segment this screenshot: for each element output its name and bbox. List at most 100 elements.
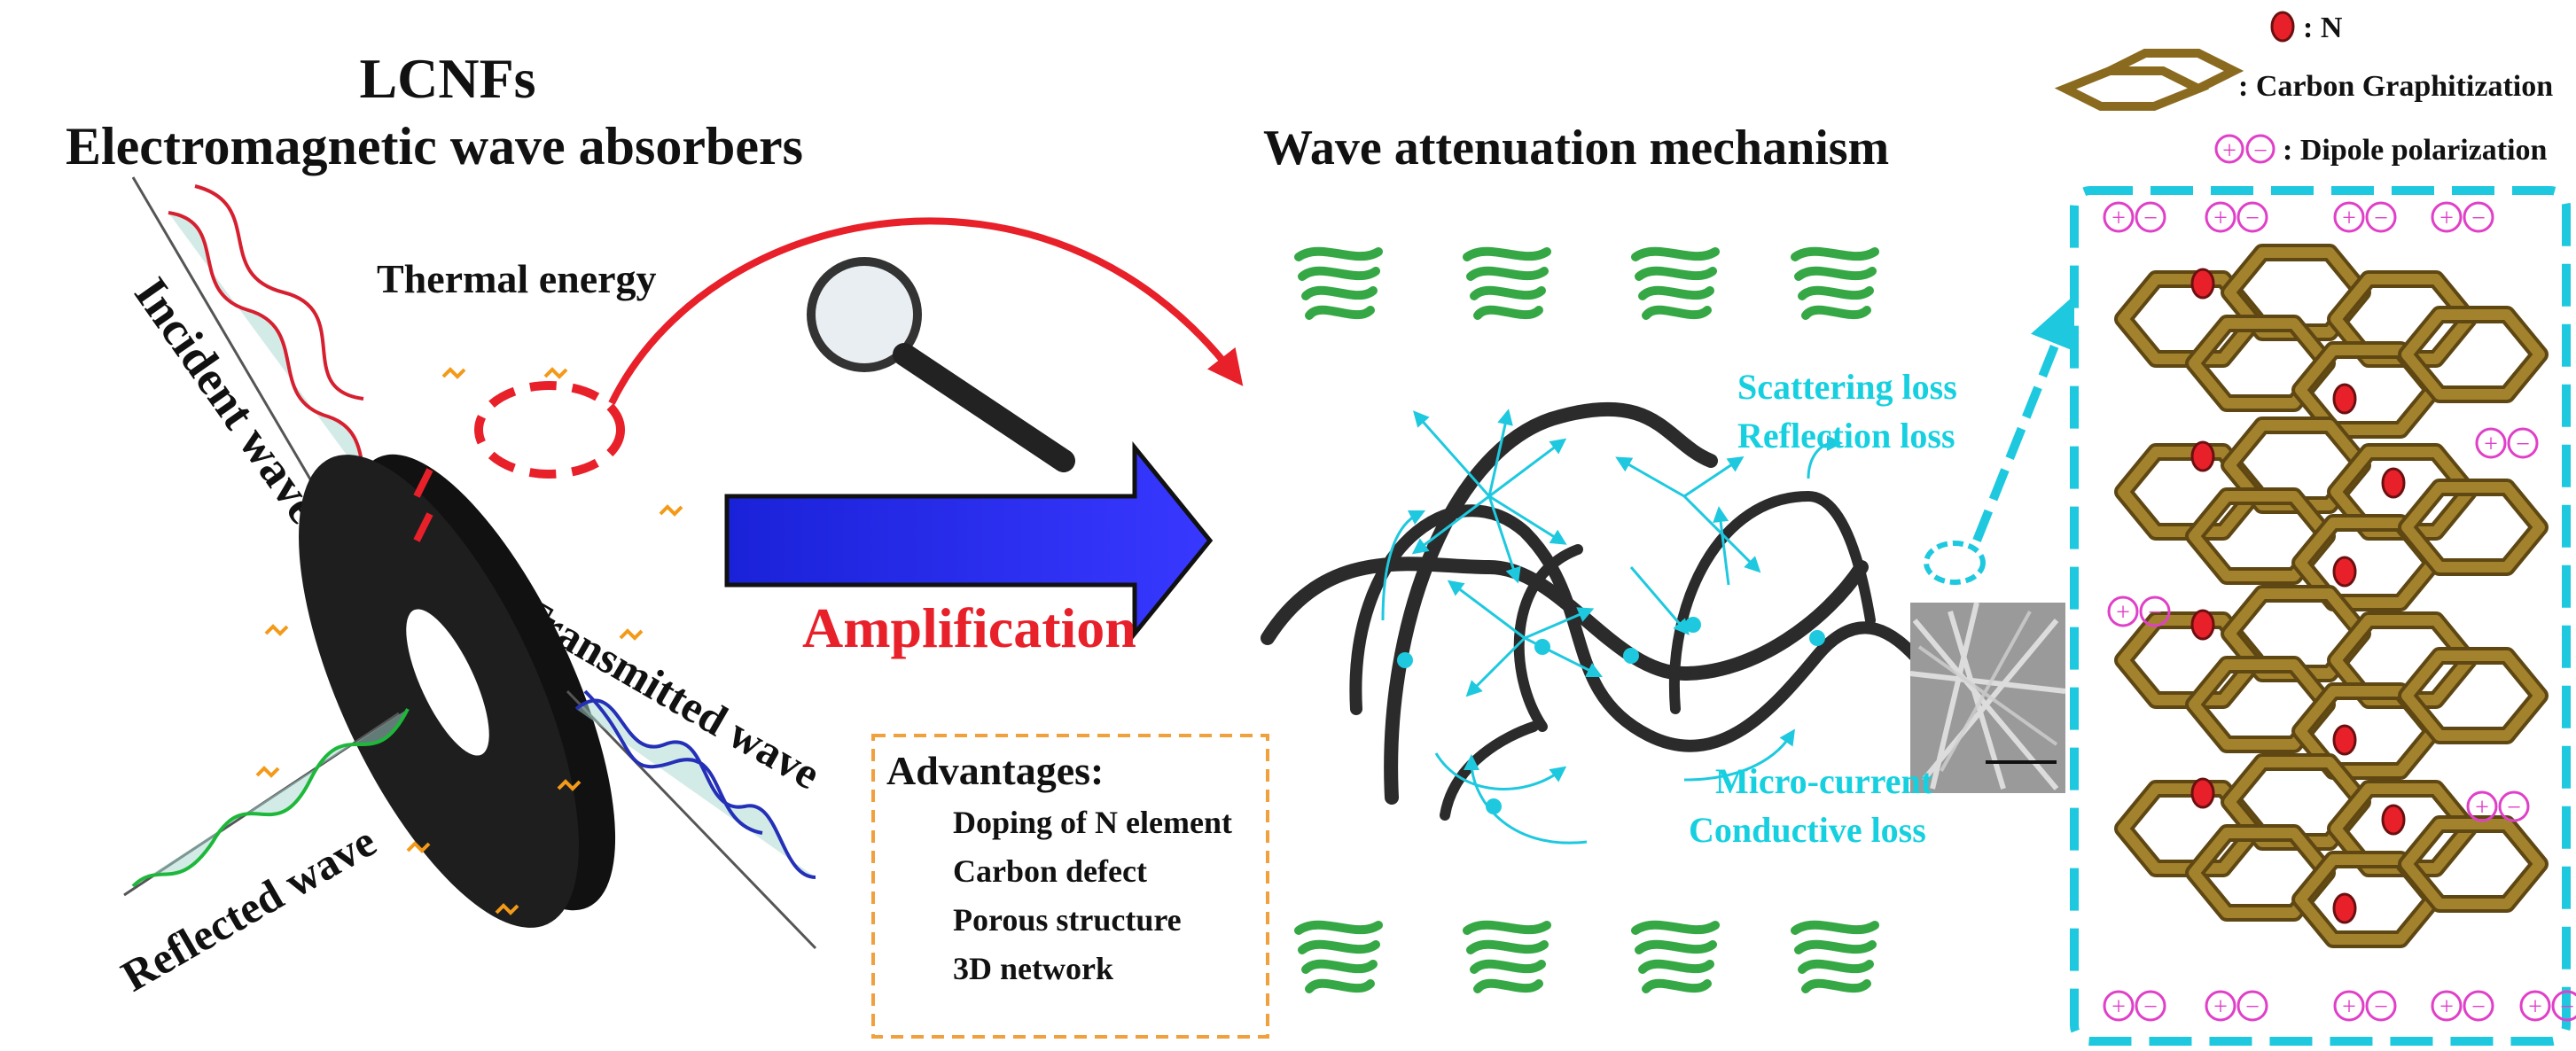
svg-text:−: − [2471,993,2486,1021]
svg-text:+: + [2342,205,2356,232]
dipole-icon: +− [2333,201,2397,233]
scattering-loss-label: Scattering loss [1737,367,1957,407]
svg-text:+: + [2528,993,2542,1021]
n-dopant-dot [2381,804,2406,836]
amplification-label: Amplification [802,596,1136,659]
green-particle-icon [1791,920,1879,993]
n-dopant-dot [2190,268,2215,300]
svg-text:−: − [2507,794,2521,821]
legend-n-label: : N [2303,12,2343,44]
reflected-wave-label: Reflected wave [113,816,385,1001]
green-particle-icon [1631,920,1720,993]
svg-text:+: + [2484,431,2498,458]
svg-text:+: + [2222,137,2236,165]
svg-text:−: − [2245,205,2260,232]
legend: : N : Carbon Graphitization + − : Dipole… [2054,11,2553,167]
green-particle-icon [1294,920,1383,993]
red-curved-arrow [608,217,1244,405]
dipole-icon: +− [2333,990,2397,1022]
center-title: Wave attenuation mechanism [1263,121,1889,175]
dipole-icon: +− [2107,596,2171,627]
svg-text:+: + [2112,205,2126,232]
svg-text:+: + [2342,993,2356,1021]
dipole-icon: +− [2431,990,2494,1022]
zoom-arrow [1972,294,2080,542]
thermal-arrows [255,367,683,915]
graphene-layer [2114,753,2549,948]
graphene-layer [2114,244,2549,439]
n-dopant-dot [2190,440,2215,472]
n-dopant-dot [2190,777,2215,809]
reflected-wave-icon [123,708,410,897]
svg-text:−: − [2148,599,2162,627]
dipole-icon: +− [2466,790,2530,822]
left-title-line1: LCNFs [359,47,535,110]
thermal-energy-label: Thermal energy [377,256,657,301]
dipole-icon: + − [2214,134,2275,165]
carbon-fibers [1261,401,1921,821]
svg-text:+: + [2116,599,2130,627]
green-particle-icon [1463,246,1551,320]
n-dopant-dot [2381,467,2406,499]
svg-text:+: + [2112,993,2126,1021]
svg-text:+: + [2439,993,2454,1021]
red-dot-icon [2270,11,2295,43]
svg-text:+: + [2475,794,2489,821]
green-particle-group [1294,246,1879,993]
sem-image-inset [1909,602,2066,793]
legend-dipole-label: : Dipole polarization [2283,134,2548,167]
hexagon-grid-icon [2054,49,2244,111]
svg-text:+: + [2439,205,2454,232]
legend-graphitization-label: : Carbon Graphitization [2238,70,2553,103]
n-dopant-dot [2332,556,2357,588]
transmitted-wave-icon [566,689,817,950]
green-particle-icon [1791,246,1879,320]
dipole-icon: +− [2205,990,2268,1022]
dipole-icon: +− [2431,201,2494,233]
svg-text:−: − [2374,205,2388,232]
n-dopant-dot [2190,609,2215,641]
svg-text:−: − [2143,993,2158,1021]
advantage-item: Porous structure [953,902,1182,938]
ring-highlight-marks [413,381,625,542]
micro-current-label: Micro-current [1715,761,1933,801]
svg-text:−: − [2374,993,2388,1021]
reflection-loss-label: Reflection loss [1737,416,1955,455]
n-dopant-dot [2332,892,2357,924]
dipole-icon: +− [2475,427,2539,459]
advantages-title: Advantages: [886,748,1104,793]
svg-text:+: + [2213,205,2228,232]
svg-text:−: − [2245,993,2260,1021]
advantage-item: Carbon defect [953,853,1147,889]
n-dopant-dot [2332,724,2357,756]
green-particle-icon [1631,246,1720,320]
green-particle-icon [1463,920,1551,993]
dipole-icon: +− [2103,990,2166,1022]
scatter-arrows [1381,409,1843,845]
svg-text:−: − [2560,993,2574,1021]
svg-text:+: + [2213,993,2228,1021]
advantages-box [871,734,1269,1039]
graphene-layers [2114,244,2549,948]
sem-highlight-ellipse [1924,541,1986,585]
graphene-layer [2114,585,2549,780]
advantage-item: Doping of N element [953,805,1232,840]
micro-current-dots [1397,617,1825,814]
svg-text:−: − [2516,431,2530,458]
advantage-item: 3D network [953,951,1113,986]
n-dopant-dot [2332,383,2357,415]
dipole-icon: +− [2205,201,2268,233]
absorber-ring-icon [299,454,616,928]
dipole-icon: +− [2519,990,2576,1022]
svg-text:−: − [2471,205,2486,232]
green-particle-icon [1294,246,1383,320]
dipole-icon: +− [2103,201,2166,233]
magnifier-icon [807,257,1075,472]
dipole-group: +−+−+−+−+−+−+−+−+−+−+−+− [2103,201,2576,1022]
big-blue-arrow [724,440,1214,641]
svg-text:−: − [2253,137,2268,165]
conductive-loss-label: Conductive loss [1689,810,1926,850]
svg-text:−: − [2143,205,2158,232]
left-title-line2: Electromagnetic wave absorbers [66,117,803,175]
